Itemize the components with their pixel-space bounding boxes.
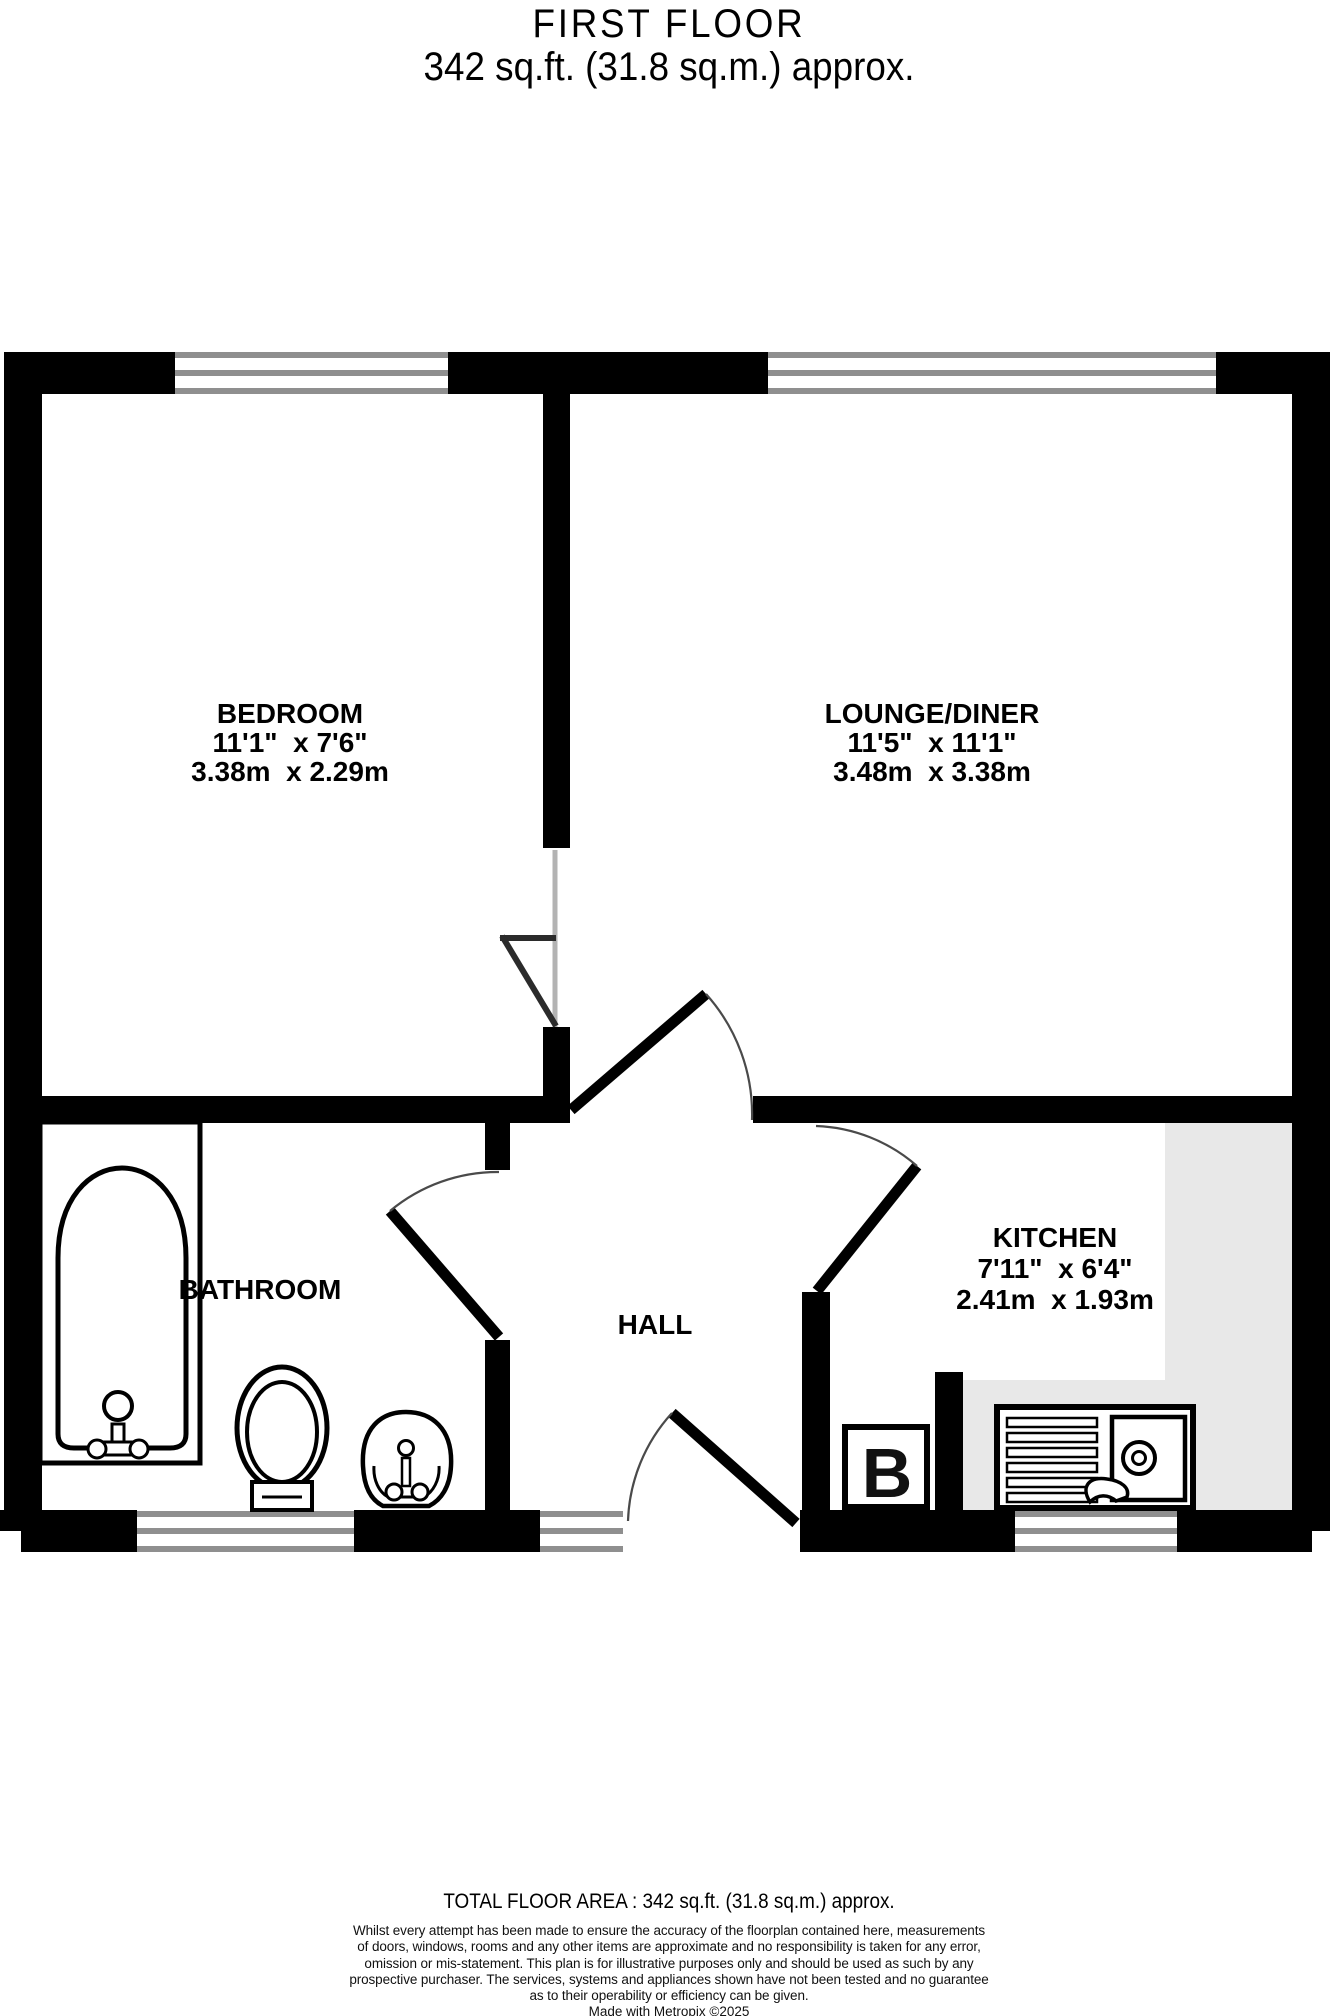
sink-drain-inner [1131,1450,1147,1466]
lounge-label: LOUNGE/DINER [825,698,1040,729]
door-swing-arc [815,1124,918,1167]
wall-bathroom-stub-bottom [485,1340,510,1510]
wall-bottom-d [1177,1510,1330,1552]
wall-bottom-c [800,1510,1015,1552]
wall-right [1292,352,1330,1552]
wall-bathroom-stub-top [485,1123,510,1170]
disclaimer-line: as to their operability or efficiency ca… [529,1988,809,2004]
basin-tap-knob [384,1482,404,1502]
bedroom-window [175,352,448,394]
door-swing-arc [705,993,754,1121]
sink-tap [1084,1476,1130,1505]
plan-title: FIRST FLOOR 342 sq.ft. (31.8 sq.m.) appr… [54,2,1285,88]
disclaimer-line: prospective purchaser. The services, sys… [349,1971,989,1987]
lounge-window [768,352,1216,394]
wall-left [4,352,42,1552]
bathtub [37,1119,203,1466]
wall-divider-lower [543,1027,570,1123]
lounge-dim-imperial: 11'5" x 11'1" [847,727,1016,758]
kitchen-dim-metric: 2.41m x 1.93m [956,1284,1154,1315]
footer: TOTAL FLOOR AREA : 342 sq.ft. (31.8 sq.m… [0,1889,1338,2016]
door-swing-arc [626,1412,673,1522]
window-line [175,370,448,376]
basin-inner [372,1465,441,1499]
door-swing-arc [389,1170,500,1212]
door-leaf [385,1207,504,1341]
wall-cupboard [935,1372,963,1510]
bedroom-dim-metric: 3.38m x 2.29m [191,756,389,787]
bathroom-window [137,1510,354,1552]
toilet-bowl-inner [245,1380,319,1484]
wall-middle-left [4,1096,570,1123]
disclaimer-line: Whilst every attempt has been made to en… [352,1923,986,1938]
boiler-cupboard: B [842,1424,930,1512]
wall-bottom-b [354,1510,540,1552]
window-line [137,1546,354,1552]
basin-tap-stem [400,1456,412,1488]
bathtub-tap-knob [86,1438,108,1460]
wall-bottom-a [0,1510,137,1552]
lounge-door [567,989,754,1121]
disclaimer-line: omission or mis-statement. This plan is … [364,1955,974,1971]
corner-notch-bottom-left [0,1531,21,1552]
kitchen-window [1015,1510,1177,1552]
kitchen-door [812,1124,922,1295]
wall-top-middle [448,352,768,394]
window-line [1015,1528,1177,1534]
bathroom-door [385,1170,504,1341]
kitchen-label: KITCHEN [993,1222,1117,1253]
bathtub-tap-knob [128,1438,150,1460]
wall-kitchen [802,1292,830,1510]
front-door [626,1408,800,1528]
lounge-dim-metric: 3.48m x 3.38m [833,756,1031,787]
total-floor-area: TOTAL FLOOR AREA : 342 sq.ft. (31.8 sq.m… [443,1890,895,1913]
window-line [1015,1511,1177,1517]
window-line [137,1528,354,1534]
door-leaf [812,1162,922,1295]
hall-label: HALL [618,1309,693,1340]
window-line [137,1511,354,1517]
kitchen-sink [994,1404,1196,1511]
bathtub-basin [55,1165,189,1451]
door-leaf [567,989,710,1115]
walls [0,352,1330,1552]
bedroom-door [499,850,559,1028]
boiler-box [842,1424,930,1510]
door-leaf [499,934,559,1028]
window-line [540,1528,623,1534]
wall-divider-upper [543,394,570,848]
room-labels: BEDROOM 11'1" x 7'6" 3.38m x 2.29m LOUNG… [179,698,1154,1340]
window-line [768,370,1216,376]
bedroom-label: BEDROOM [217,698,363,729]
bathtub-drain [102,1390,134,1422]
toilet [234,1364,330,1512]
corner-notch-bottom-right [1312,1531,1338,1552]
window-line [175,352,448,358]
window-line [540,1511,623,1517]
floor-name: FIRST FLOOR [532,2,806,46]
door-leaf [668,1408,800,1528]
kitchen-dim-imperial: 7'11" x 6'4" [977,1253,1132,1284]
window-line [540,1546,623,1552]
window-line [768,388,1216,394]
window-line [768,352,1216,358]
basin-tap-knob [410,1482,430,1502]
wash-basin [360,1409,454,1509]
bedroom-dim-imperial: 11'1" x 7'6" [212,727,367,758]
wall-middle-right [753,1096,1292,1123]
basin-drain [397,1439,415,1457]
sink-drainer-grooves [1005,1416,1099,1504]
boiler-label: B [862,1434,913,1512]
hall-window [540,1510,623,1552]
made-with-credit: Made with Metropix ©2025 [588,2004,750,2016]
window-line [1015,1546,1177,1552]
floor-area-subtitle: 342 sq.ft. (31.8 sq.m.) approx. [423,45,915,89]
window-line [175,388,448,394]
bathroom-label: BATHROOM [179,1274,342,1305]
disclaimer-line: of doors, windows, rooms and any other i… [357,1939,981,1955]
